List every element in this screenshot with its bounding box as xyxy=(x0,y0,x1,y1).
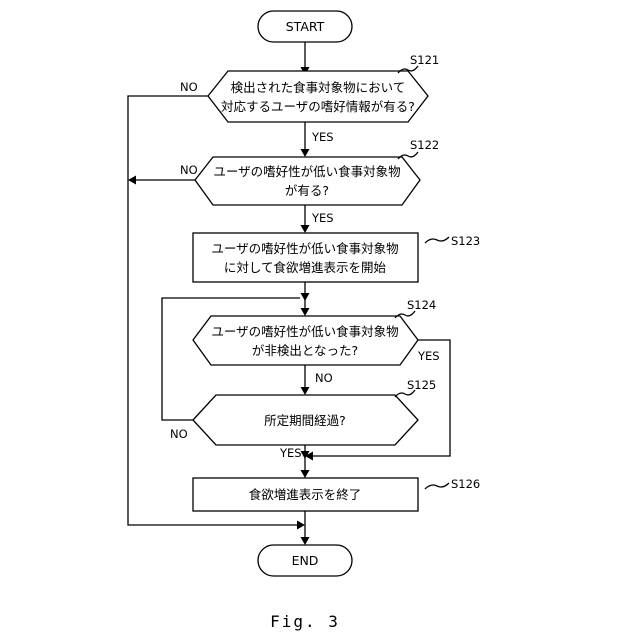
s121-decision xyxy=(208,71,428,122)
s121-step: S121 xyxy=(410,53,439,67)
s123-line-2: に対して食欲増進表示を開始 xyxy=(224,260,387,275)
arrowhead xyxy=(301,149,310,157)
arrowhead xyxy=(297,521,305,530)
s125-yes-label: YES xyxy=(279,446,302,460)
arrowhead xyxy=(301,293,310,301)
s122-no-label: NO xyxy=(180,163,198,177)
s126-step: S126 xyxy=(451,477,480,491)
s123-leader xyxy=(425,237,449,243)
s126-leader xyxy=(425,483,449,489)
s125-line-1: 所定期間経過? xyxy=(264,413,346,428)
end-label: END xyxy=(292,553,319,568)
start-label: START xyxy=(286,19,325,34)
s123-step: S123 xyxy=(451,234,480,248)
arrowhead xyxy=(301,225,310,233)
arrowhead xyxy=(128,176,136,185)
s125-step: S125 xyxy=(407,378,436,392)
s124-no-label: NO xyxy=(315,371,333,385)
s124-step: S124 xyxy=(407,298,436,312)
s125-no-label: NO xyxy=(170,427,188,441)
s121-no-label: NO xyxy=(180,80,198,94)
s124-line-1: ユーザの嗜好性が低い食事対象物 xyxy=(211,324,398,339)
s124-yes-label: YES xyxy=(417,349,440,363)
arrowhead xyxy=(301,308,310,316)
s122-line-2: が有る? xyxy=(285,183,329,198)
s122-line-1: ユーザの嗜好性が低い食事対象物 xyxy=(213,164,400,179)
arrowhead xyxy=(301,387,310,395)
arrowhead xyxy=(301,470,310,478)
s126-line-1: 食欲増進表示を終了 xyxy=(249,487,362,502)
s121-yes-label: YES xyxy=(311,130,334,144)
s124-line-2: が非検出となった? xyxy=(252,343,358,358)
s122-step: S122 xyxy=(410,138,439,152)
s122-yes-label: YES xyxy=(311,211,334,225)
arrowhead xyxy=(301,537,310,545)
s121-line-2: 対応するユーザの嗜好情報が有る? xyxy=(221,99,415,114)
s123-line-1: ユーザの嗜好性が低い食事対象物 xyxy=(211,241,398,256)
figure-caption: Fig. 3 xyxy=(270,612,340,631)
s121-line-1: 検出された食事対象物において xyxy=(231,80,406,95)
